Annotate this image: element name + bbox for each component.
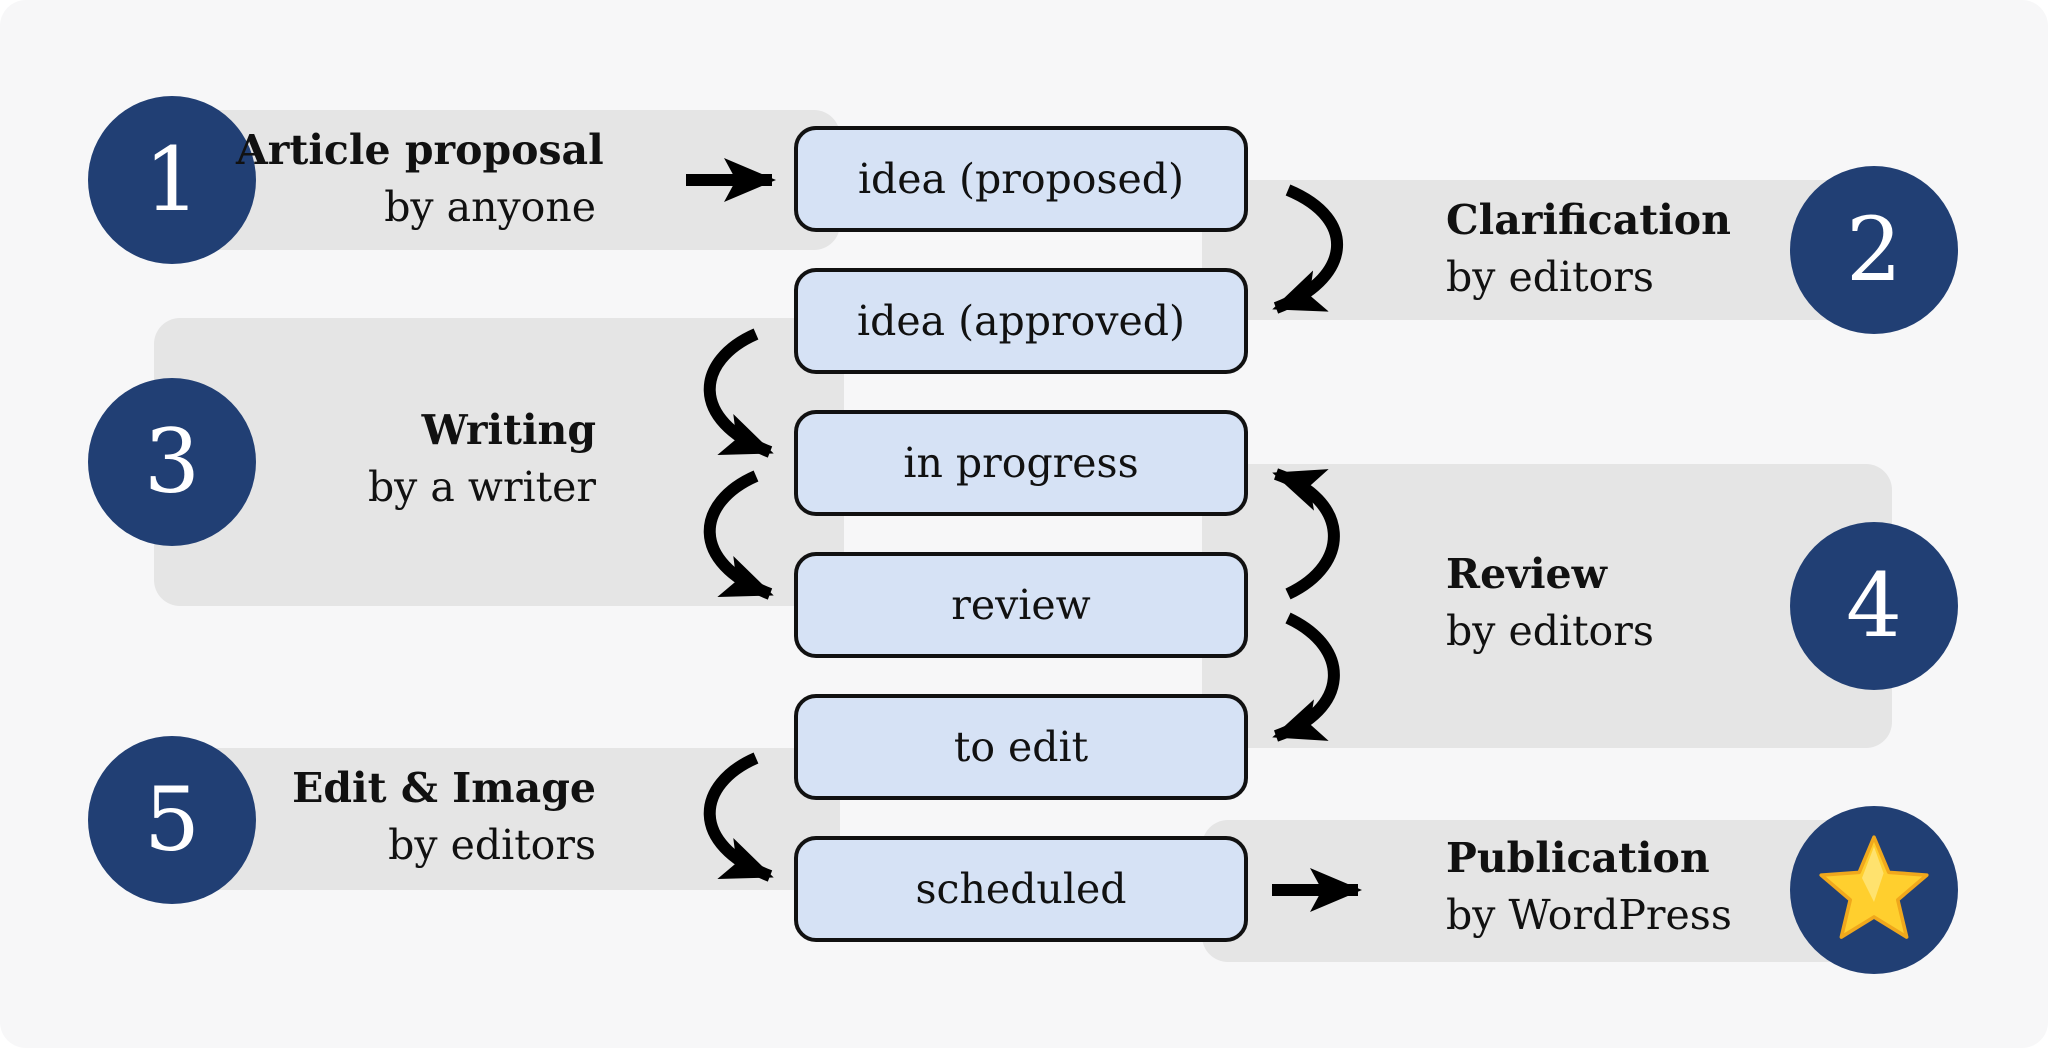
step-5-badge: 5 <box>88 736 256 904</box>
step-5-title: Edit & Image <box>292 764 596 812</box>
state-idea-approved: idea (approved) <box>794 268 1248 374</box>
step-6-label: Publication by WordPress <box>1446 830 1806 944</box>
step-3-title: Writing <box>421 406 596 454</box>
step-6-actor: by WordPress <box>1446 891 1732 939</box>
step-1-badge: 1 <box>88 96 256 264</box>
step-4-badge: 4 <box>1790 522 1958 690</box>
step-3-label: Writing by a writer <box>236 402 596 516</box>
step-5-label: Edit & Image by editors <box>236 760 596 874</box>
state-idea-proposed: idea (proposed) <box>794 126 1248 232</box>
state-scheduled: scheduled <box>794 836 1248 942</box>
step-3-badge: 3 <box>88 378 256 546</box>
step-2-badge: 2 <box>1790 166 1958 334</box>
step-4-title: Review <box>1446 550 1607 598</box>
step-2-label: Clarification by editors <box>1446 192 1806 306</box>
step-4-actor: by editors <box>1446 607 1654 655</box>
step-6-title: Publication <box>1446 834 1710 882</box>
step-2-actor: by editors <box>1446 253 1654 301</box>
state-in-progress: in progress <box>794 410 1248 516</box>
step-4-label: Review by editors <box>1446 546 1806 660</box>
star-icon <box>1819 835 1929 939</box>
step-5-actor: by editors <box>388 821 596 869</box>
step-1-label: Article proposal by anyone <box>236 122 604 236</box>
step-1-actor: by anyone <box>384 183 596 231</box>
state-to-edit: to edit <box>794 694 1248 800</box>
step-3-actor: by a writer <box>367 463 596 511</box>
step-6-badge <box>1790 806 1958 974</box>
step-1-title: Article proposal <box>236 126 604 174</box>
step-2-title: Clarification <box>1446 196 1731 244</box>
state-review: review <box>794 552 1248 658</box>
